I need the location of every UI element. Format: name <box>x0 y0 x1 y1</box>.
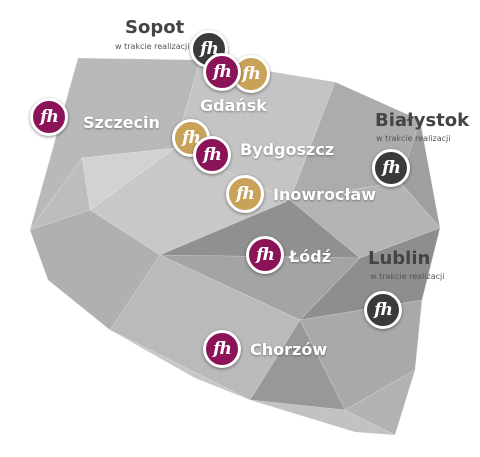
city-label-bydgoszcz: Bydgoszcz <box>240 140 335 159</box>
chorzow-location-pin[interactable]: fh <box>203 330 241 368</box>
city-label-lodz: Łódź <box>289 247 332 266</box>
city-label-szczecin: Szczecin <box>83 113 160 132</box>
lublin-location-pin[interactable]: fh <box>364 291 402 329</box>
inowroclaw-location-pin[interactable]: fh <box>226 175 264 213</box>
city-label-sopot: Sopot <box>125 17 185 38</box>
bialystok-location-pin[interactable]: fh <box>372 149 410 187</box>
szczecin-location-pin[interactable]: fh <box>30 98 68 136</box>
gdansk-location-pin[interactable]: fh <box>203 53 241 91</box>
status-label-sopot: w trakcie realizacji <box>115 42 190 51</box>
city-label-bialystok: Białystok <box>375 110 470 131</box>
lodz-location-pin[interactable]: fh <box>246 236 284 274</box>
city-label-chorzow: Chorzów <box>250 340 328 359</box>
status-label-lublin: w trakcie realizacji <box>370 272 445 281</box>
city-label-gdansk: Gdańsk <box>200 96 267 115</box>
status-label-bialystok: w trakcie realizacji <box>376 134 451 143</box>
city-label-inowroclaw: Inowrocław <box>273 185 376 204</box>
bydgoszcz-location-pin[interactable]: fh <box>193 136 231 174</box>
city-label-lublin: Lublin <box>368 248 431 269</box>
